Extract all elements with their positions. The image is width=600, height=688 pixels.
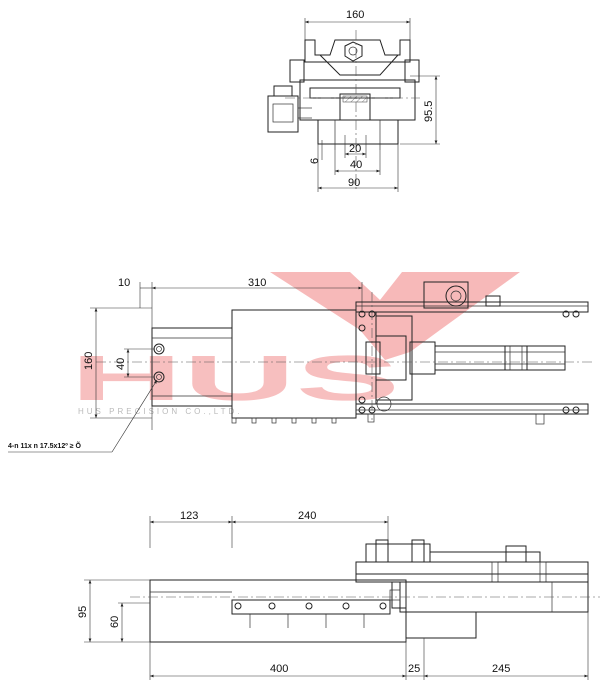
- dim-side-245: 245: [492, 663, 510, 675]
- dim-side-240: 240: [298, 510, 316, 522]
- watermark-subtitle: HUS PRECISION CO.,LTD.: [78, 407, 243, 416]
- dim-side-123: 123: [180, 510, 198, 522]
- dim-side-400: 400: [270, 663, 288, 675]
- dim-top-width: 160: [346, 9, 364, 21]
- plan-bottom-tabs: [231, 417, 337, 424]
- dim-top-90: 90: [348, 177, 360, 189]
- dim-top-6: 6: [309, 158, 321, 164]
- side-base-bolts: [234, 602, 387, 628]
- dim-top-height: 95.5: [423, 101, 435, 122]
- watermark-brand: HUS: [70, 342, 400, 414]
- dim-side-60: 60: [109, 616, 121, 628]
- watermark: HUS HUS PRECISION CO.,LTD.: [70, 272, 520, 416]
- dim-plan-40: 40: [115, 358, 127, 370]
- dim-side-95: 95: [77, 606, 89, 618]
- dim-plan-160: 160: [83, 352, 95, 370]
- dim-top-40: 40: [350, 159, 362, 171]
- top-view: 160 95.5 20: [267, 9, 440, 192]
- dim-top-20: 20: [349, 143, 361, 155]
- hole-note: 4-n 11x n 17.5x12º ≥ Õ: [8, 441, 81, 450]
- dim-side-25: 25: [408, 663, 420, 675]
- dim-plan-310: 310: [248, 277, 266, 289]
- dim-plan-10: 10: [118, 277, 130, 289]
- side-view: 123 240: [77, 510, 600, 680]
- plan-view: 10 310: [8, 277, 592, 453]
